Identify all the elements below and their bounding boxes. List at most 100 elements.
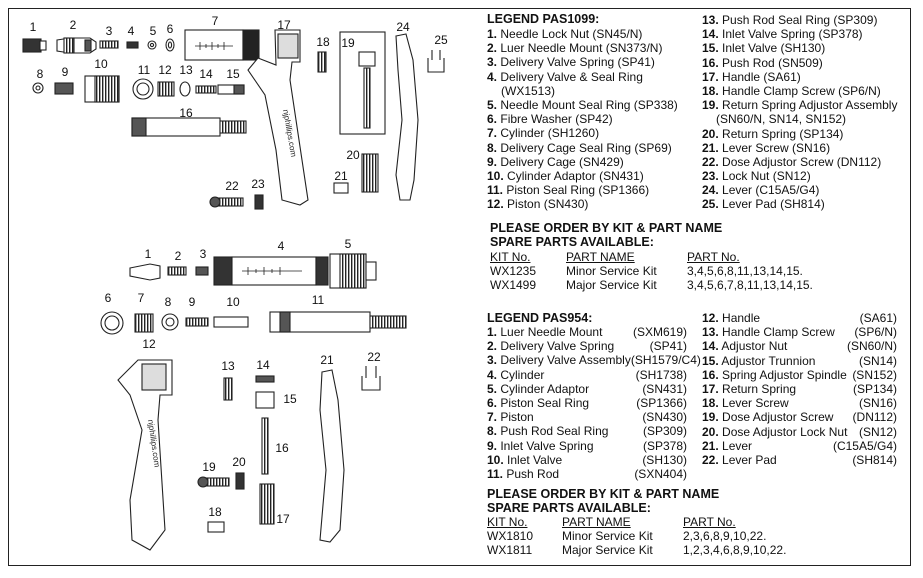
item-text: Delivery Cage Seal Ring (SP69) (500, 140, 672, 155)
item-code: (SN152) (852, 367, 897, 382)
bottom-callout-8: 8 (165, 295, 172, 309)
pas1099-right-item: (SN60/N, SN14, SN152) (702, 112, 897, 126)
item-number: 12. (702, 311, 719, 325)
item-text: Luer Needle Mount (SN373/N) (500, 41, 663, 56)
pas1099-right-item: 21. Lever Screw (SN16) (702, 141, 897, 155)
pas1099-left-item: 4. Delivery Valve & Seal Ring (487, 70, 678, 84)
bottom-callout-19: 19 (202, 460, 216, 474)
pas1099-left-item: (WX1513) (487, 84, 678, 98)
order-note-1: PLEASE ORDER BY KIT & PART NAME SPARE PA… (490, 221, 722, 249)
pas954-left-item: 11. Push Rod(SXN404) (487, 467, 687, 481)
pas954-left-item: 5. Cylinder Adaptor (SN431) (487, 382, 687, 396)
bottom-callout-20: 20 (232, 455, 246, 469)
item-number: 15. (702, 353, 719, 368)
pas1099-right-item: 17. Handle (SA61) (702, 70, 897, 84)
pas954-left-item: 8. Push Rod Seal Ring(SP309) (487, 424, 687, 438)
bottom-callout-21: 21 (320, 353, 334, 367)
kit-header-cell: PART NAME (562, 515, 631, 529)
legend-pas1099: LEGEND PAS1099: (487, 12, 907, 26)
top-callout-3: 3 (106, 24, 113, 38)
bottom-callout-16: 16 (275, 441, 289, 455)
item-text: Lever (C15A5/G4) (722, 183, 820, 198)
item-number: 16. (702, 55, 719, 70)
top-callout-14: 14 (199, 67, 213, 81)
pas1099-left-item: 10. Cylinder Adaptor (SN431) (487, 169, 678, 183)
kit-cell: Minor Service Kit (566, 264, 657, 278)
item-number: 21. (702, 438, 719, 453)
pas954-right-item: 22. Lever Pad(SH814) (702, 453, 897, 467)
pas954-right-item: 20. Dose Adjustor Lock Nut(SN12) (702, 425, 897, 439)
item-text: Return Spring Adjustor Assembly (722, 98, 898, 113)
item-number: 9. (487, 438, 498, 453)
item-label: 7. Piston (487, 410, 534, 425)
kit-cell: Minor Service Kit (562, 529, 653, 543)
pas1099-left-item: 7. Cylinder (SH1260) (487, 126, 678, 140)
item-number: 10. (487, 452, 504, 467)
item-text: Cylinder (SH1260) (500, 126, 600, 141)
pas1099-left-item: 1. Needle Lock Nut (SN45/N) (487, 27, 678, 41)
item-label: 18. Lever Screw (702, 396, 789, 411)
pas1099-right-item: 13. Push Rod Seal Ring (SP309) (702, 13, 897, 27)
top-callout-17: 17 (277, 18, 291, 32)
pas1099-left-item: 3. Delivery Valve Spring (SP41) (487, 55, 678, 69)
item-label: 13. Handle Clamp Screw (702, 325, 835, 340)
pas954-left-item: 3. Delivery Valve Assembly(SH1579/C4) (487, 353, 701, 367)
item-code: (SP6/N) (854, 325, 897, 340)
item-label: 5. Cylinder Adaptor (487, 381, 590, 396)
pas1099-right-item: 22. Dose Adjustor Screw (DN112) (702, 155, 897, 169)
item-text: (WX1513) (501, 83, 556, 98)
item-number: 6. (487, 112, 498, 127)
item-code: (SP378) (642, 438, 687, 453)
pas1099-left-item: 6. Fibre Washer (SP42) (487, 112, 678, 126)
item-text: Lock Nut (SN12) (722, 169, 811, 184)
item-label: 22. Lever Pad (702, 452, 777, 467)
item-text: Piston Seal Ring (SP1366) (506, 183, 650, 198)
pas954-left-item: 9. Inlet Valve Spring(SP378) (487, 439, 687, 453)
pas954-right-item: 17. Return Spring(SP134) (702, 382, 897, 396)
top-callout-13: 13 (179, 63, 193, 77)
item-text: Push Rod Seal Ring (SP309) (722, 13, 878, 27)
item-text: Inlet Valve (SH130) (722, 41, 826, 56)
kit-header-cell: KIT No. (490, 250, 531, 264)
item-code: (SN12) (858, 424, 897, 439)
order-instruction-2: PLEASE ORDER BY KIT & PART NAME (487, 487, 720, 501)
bottom-callout-2: 2 (175, 249, 182, 263)
item-number: 13. (702, 325, 719, 340)
item-number: 2. (487, 339, 498, 354)
item-label: 19. Dose Adjustor Screw (702, 410, 834, 425)
kit-cell: 2,3,6,8,9,10,22. (683, 529, 767, 543)
kit-header-cell: KIT No. (487, 515, 528, 529)
item-text: Handle (SA61) (722, 69, 801, 84)
item-text: Delivery Valve & Seal Ring (500, 69, 643, 84)
item-text: Needle Mount Seal Ring (SP338) (500, 97, 678, 112)
pas1099-left-item: 11. Piston Seal Ring (SP1366) (487, 183, 678, 197)
item-number: 4. (487, 367, 498, 382)
item-number: 6. (487, 395, 498, 410)
item-code: (SXM619) (632, 325, 687, 339)
item-label: 15. Adjustor Trunnion (702, 353, 816, 368)
item-number: 2. (487, 41, 498, 56)
top-callout-11: 11 (138, 63, 151, 77)
pas1099-left-item: 9. Delivery Cage (SN429) (487, 155, 678, 169)
bottom-callout-6: 6 (105, 291, 112, 305)
legend-pas954: LEGEND PAS954: (487, 311, 592, 325)
bottom-callout-5: 5 (345, 237, 352, 251)
item-text: Lever Pad (SH814) (722, 197, 825, 212)
legend-pas1099-title: LEGEND PAS1099: (487, 12, 600, 26)
bottom-callout-10: 10 (226, 295, 240, 309)
top-callout-20: 20 (346, 148, 360, 162)
pas1099-right-item: 23. Lock Nut (SN12) (702, 169, 897, 183)
item-code: (SN431) (642, 381, 687, 396)
top-callout-22: 22 (225, 179, 239, 193)
item-number: 4. (487, 69, 498, 84)
pas1099-right-item: 18. Handle Clamp Screw (SP6/N) (702, 84, 897, 98)
item-number: 13. (702, 13, 719, 27)
item-number: 12. (487, 197, 504, 212)
item-code: (SH130) (642, 452, 687, 467)
kit-cell: WX1499 (490, 278, 537, 292)
item-text: Cylinder Adaptor (SN431) (507, 168, 644, 183)
item-number: 17. (702, 381, 719, 396)
top-callout-19: 19 (341, 36, 355, 50)
